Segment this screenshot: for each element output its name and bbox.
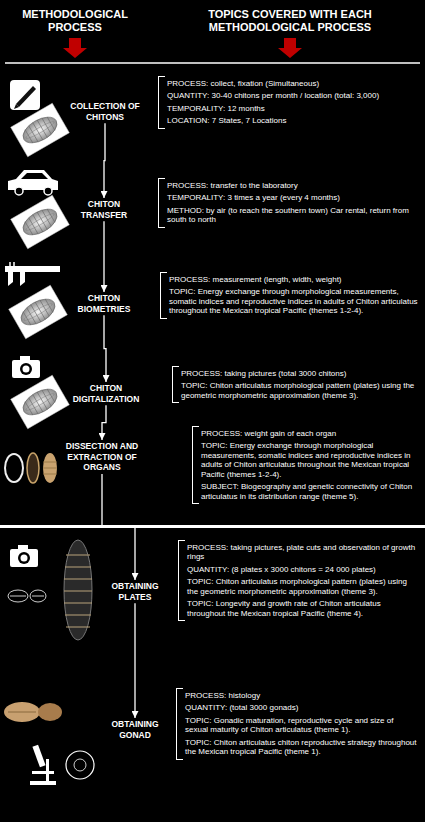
- topic-box: PROCESS: weight gain of each organTOPIC:…: [192, 426, 420, 504]
- topic-text: TOPIC: Longevity and growth rate of Chit…: [187, 599, 418, 618]
- topic-text: TEMPORALITY: 12 months: [167, 104, 418, 113]
- topic-text: TOPIC: Chiton articulatus morphological …: [187, 577, 418, 596]
- step-label: CHITON DIGITALIZATION: [62, 383, 150, 404]
- topic-box: PROCESS: taking pictures, plate cuts and…: [178, 540, 420, 621]
- topic-text: TOPIC: Energy exchange through morpholog…: [169, 287, 418, 315]
- camera-icon: [11, 356, 70, 429]
- process-step: OBTAINING PLATES: [98, 580, 172, 603]
- step-label: OBTAINING GONAD: [100, 719, 170, 740]
- topic-box: PROCESS: taking pictures (total 3000 chi…: [172, 366, 420, 403]
- topic-text: PROCESS: weight gain of each organ: [201, 429, 418, 438]
- topic-text: PROCESS: collect, fixation (Simultaneous…: [167, 79, 418, 88]
- topic-box: PROCESS: collect, fixation (Simultaneous…: [158, 76, 420, 129]
- plates-images: [8, 540, 92, 640]
- collection-icon: [10, 80, 69, 157]
- header-arrow: [63, 38, 87, 58]
- process-step: CHITON TRANSFER: [66, 198, 142, 221]
- flow-arrow: [104, 315, 106, 382]
- topic-text: TOPIC: Chiton articulatus chiton reprodu…: [185, 738, 418, 757]
- step-label: CHITON BIOMETRIES: [66, 293, 142, 314]
- panel-separator: [0, 525, 425, 528]
- column-heading: TOPICS COVERED WITH EACH METHODOLOGICAL …: [172, 8, 408, 34]
- organ-images: [5, 453, 57, 483]
- topic-text: SUBJECT: Biogeography and genetic connec…: [201, 482, 418, 501]
- topic-text: PROCESS: taking pictures (total 3000 chi…: [181, 369, 418, 378]
- topic-text: TOPIC: Gonadic maturation, reproductive …: [185, 716, 418, 735]
- topic-text: TOPIC: Energy exchange through morpholog…: [201, 441, 418, 479]
- topic-text: METHOD: by air (to reach the southern to…: [167, 206, 418, 225]
- caliper-icon: [5, 262, 67, 339]
- flow-arrow: [134, 603, 135, 718]
- flow-arrow: [103, 221, 104, 292]
- flow-arrow: [104, 123, 105, 198]
- step-label: CHITON TRANSFER: [68, 199, 140, 220]
- topic-text: PROCESS: taking pictures, plate cuts and…: [187, 543, 418, 562]
- step-label: DISSECTION AND EXTRACTION OF ORGANS: [64, 441, 140, 473]
- topic-box: PROCESS: measurement (length, width, wei…: [160, 272, 420, 319]
- topic-text: TEMPORALITY: 3 times a year (every 4 mon…: [167, 193, 418, 202]
- topic-text: PROCESS: histology: [185, 691, 418, 700]
- topic-text: QUANTITY: 30-40 chitons per month / loca…: [167, 91, 418, 100]
- header-rule: [5, 62, 420, 64]
- flow-arrow: [102, 474, 135, 580]
- step-label: OBTAINING PLATES: [100, 581, 170, 602]
- topic-text: LOCATION: 7 States, 7 Locations: [167, 116, 418, 125]
- topic-box: PROCESS: transfer to the laboratoryTEMPO…: [158, 178, 420, 228]
- flow-arrow: [102, 405, 106, 440]
- gonad-images: [4, 702, 94, 785]
- column-heading: METHODOLOGICAL PROCESS: [5, 8, 145, 34]
- header-arrow: [278, 38, 302, 58]
- topic-text: QUANTITY: (8 plates x 3000 chitons = 24 …: [187, 565, 418, 574]
- step-label: COLLECTION OF CHITONS: [66, 101, 144, 122]
- process-step: COLLECTION OF CHITONS: [64, 100, 146, 123]
- topic-box: PROCESS: histologyQUANTITY: (total 3000 …: [176, 688, 420, 760]
- topic-text: TOPIC: Chiton articulatus morphological …: [181, 381, 418, 400]
- topic-text: PROCESS: measurement (length, width, wei…: [169, 275, 418, 284]
- process-step: CHITON BIOMETRIES: [64, 292, 144, 315]
- process-step: DISSECTION AND EXTRACTION OF ORGANS: [62, 440, 142, 474]
- process-step: OBTAINING GONAD: [98, 718, 172, 741]
- topic-text: PROCESS: transfer to the laboratory: [167, 181, 418, 190]
- process-step: CHITON DIGITALIZATION: [60, 382, 152, 405]
- topic-text: QUANTITY: (total 3000 gonads): [185, 703, 418, 712]
- car-icon: [8, 170, 69, 249]
